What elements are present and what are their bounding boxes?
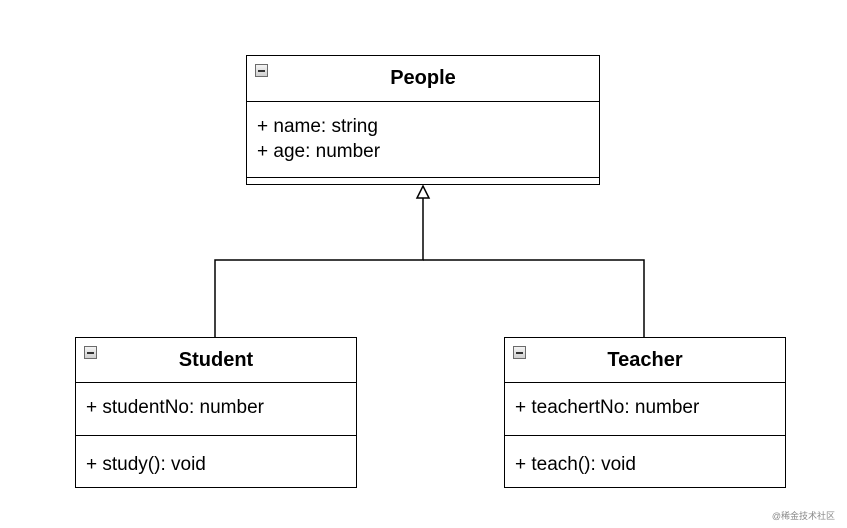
class-teacher-name: Teacher [607, 348, 683, 371]
class-people-attributes: + name: string + age: number [247, 102, 599, 178]
attribute-studentno: + studentNo: number [86, 397, 264, 418]
class-people-header[interactable]: People [247, 56, 599, 102]
collapse-icon[interactable] [513, 346, 526, 359]
collapse-icon[interactable] [84, 346, 97, 359]
class-student-header[interactable]: Student [76, 338, 356, 383]
generalization-teacher-to-people [423, 259, 645, 337]
class-people[interactable]: People + name: string + age: number [246, 55, 600, 185]
class-student-operations: + study(): void [76, 436, 356, 477]
class-student-name: Student [178, 348, 254, 371]
class-student-attributes: + studentNo: number [76, 383, 356, 436]
class-people-name: People [390, 67, 456, 89]
class-teacher-header[interactable]: Teacher [505, 338, 785, 383]
attribute-age: + age: number [257, 141, 381, 162]
attribute-teachertno: + teachertNo: number [515, 397, 700, 418]
generalization-student-to-people [214, 198, 424, 337]
class-teacher[interactable]: Teacher + teachertNo: number + teach(): … [504, 337, 786, 488]
generalization-arrowhead [415, 184, 431, 199]
watermark: @稀金技术社区 [771, 511, 835, 521]
attribute-name: + name: string [257, 116, 378, 137]
class-teacher-attributes: + teachertNo: number [505, 383, 785, 436]
class-student[interactable]: Student + studentNo: number + study(): v… [75, 337, 357, 488]
class-teacher-operations: + teach(): void [505, 436, 785, 477]
operation-teach: + teach(): void [515, 454, 636, 475]
collapse-icon[interactable] [255, 64, 268, 77]
operation-study: + study(): void [86, 454, 206, 475]
